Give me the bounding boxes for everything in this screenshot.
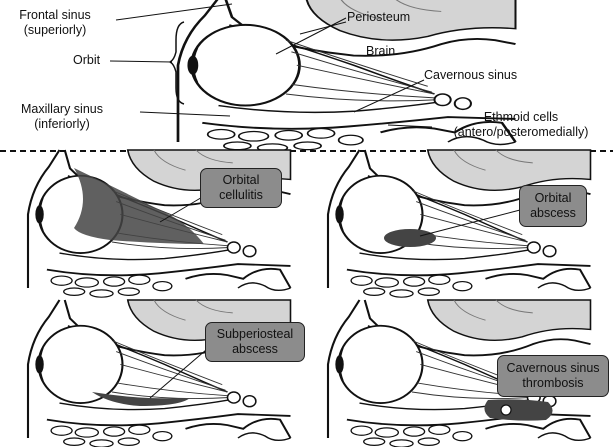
cavernous-sinus-label: Cavernous sinus bbox=[424, 68, 518, 82]
maxillary-sinus-label-line2: (inferiorly) bbox=[34, 117, 90, 131]
anatomy-leader-lines bbox=[109, 3, 433, 128]
cavernous-sinus-thrombosis-box: Cavernous sinus thrombosis bbox=[497, 355, 609, 397]
frontal-sinus-label-line1: Frontal sinus bbox=[19, 8, 91, 22]
cavernous-sinus-thrombosis-line1: Cavernous sinus bbox=[506, 361, 600, 375]
frontal-sinus-label: Frontal sinus (superiorly) bbox=[2, 8, 108, 38]
ethmoid-cells-label-line2: (antero/posteromedially) bbox=[453, 125, 589, 139]
ethmoid-cells-label: Ethmoid cells (antero/posteromedially) bbox=[430, 110, 612, 140]
orbital-cellulitis-line2: cellulitis bbox=[219, 188, 263, 202]
subperiosteal-abscess-box: Subperiosteal abscess bbox=[205, 322, 305, 362]
panel-cavernous-sinus-thrombosis bbox=[326, 298, 592, 447]
panel-subperiosteal-abscess bbox=[26, 298, 292, 447]
orbital-abscess-line1: Orbital bbox=[534, 191, 572, 205]
frontal-sinus-label-line2: (superiorly) bbox=[23, 23, 87, 37]
orbital-cellulitis-box: Orbital cellulitis bbox=[200, 168, 282, 208]
subperiosteal-abscess-line2: abscess bbox=[232, 342, 278, 356]
anatomy-panel bbox=[109, 0, 517, 153]
brain-label: Brain bbox=[366, 44, 396, 58]
orbital-cellulitis-line1: Orbital bbox=[222, 173, 260, 187]
orbital-abscess-box: Orbital abscess bbox=[519, 185, 587, 227]
panel-orbital-cellulitis bbox=[26, 148, 292, 299]
maxillary-sinus-label: Maxillary sinus (inferiorly) bbox=[2, 102, 122, 132]
panel-orbital-abscess bbox=[326, 148, 592, 299]
orbit-label: Orbit bbox=[73, 53, 101, 67]
ethmoid-cells-label-line1: Ethmoid cells bbox=[483, 110, 559, 124]
cavernous-sinus-thrombosis-line2: thrombosis bbox=[522, 376, 584, 390]
subperiosteal-abscess-line1: Subperiosteal bbox=[216, 327, 294, 341]
maxillary-sinus-label-line1: Maxillary sinus bbox=[21, 102, 103, 116]
orbital-abscess-line2: abscess bbox=[530, 206, 576, 220]
periosteum-label: Periosteum bbox=[347, 10, 411, 24]
